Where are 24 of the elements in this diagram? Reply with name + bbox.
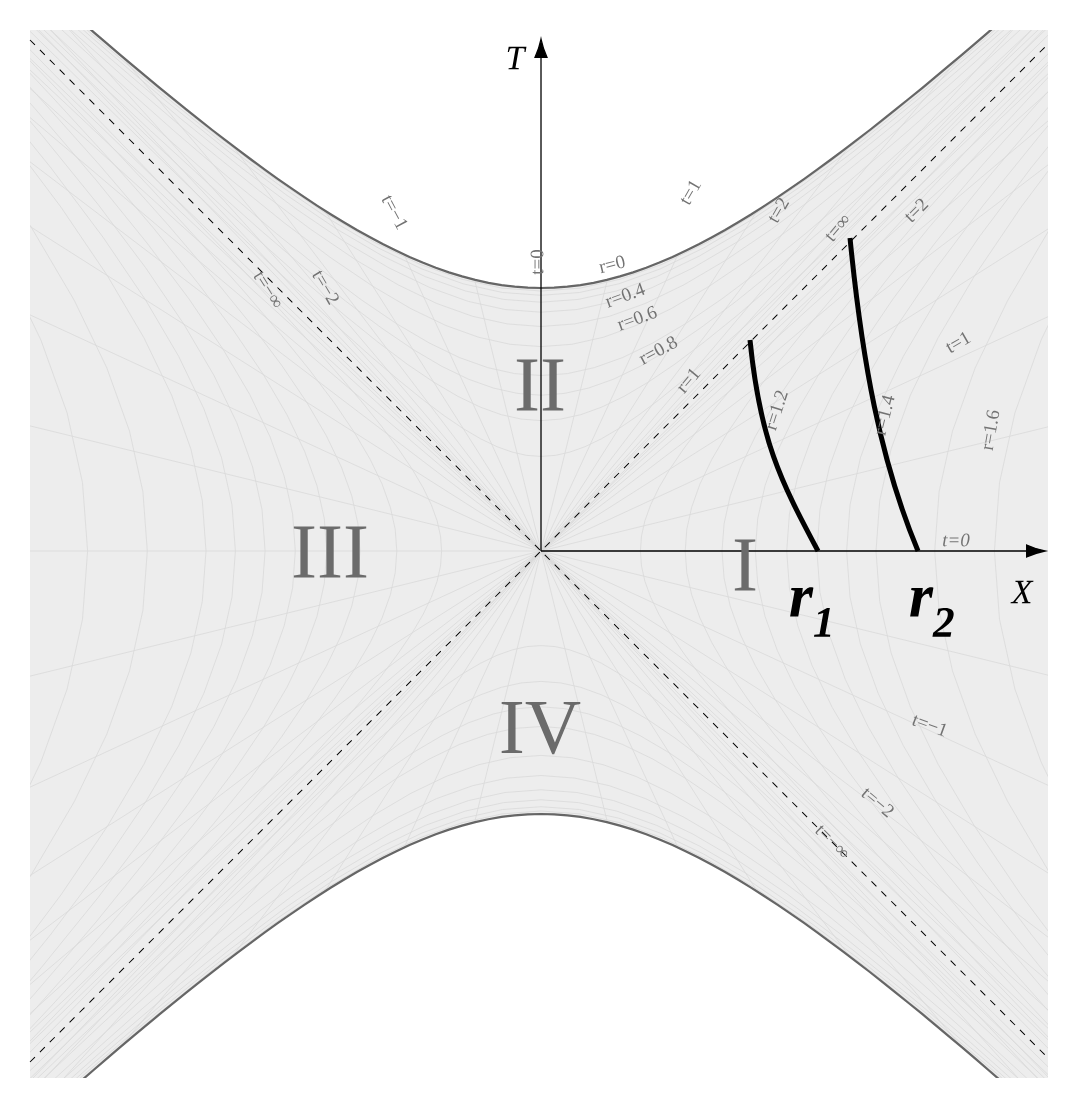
region-label: IV [501, 701, 581, 755]
coordinate-label: t=1 [680, 181, 702, 205]
region-label: I [734, 539, 756, 591]
axis-label: X [1010, 580, 1034, 604]
region-label: III [293, 526, 367, 578]
coordinate-label: t=2 [768, 198, 790, 223]
coordinate-label: t=0 [943, 533, 970, 547]
coordinate-label: r=0.8 [639, 336, 678, 365]
coordinate-label: t=1 [946, 331, 972, 353]
coordinate-label: r=1.6 [984, 410, 1000, 451]
coordinate-label: t=−2 [861, 788, 894, 818]
coordinate-label: t=−∞ [815, 825, 848, 857]
axis-label: T [507, 46, 527, 70]
coordinate-label: t=∞ [825, 216, 849, 242]
coordinate-label: r=0 [598, 255, 625, 274]
coordinate-label: r=1.2 [767, 390, 788, 431]
coordinate-label: t=−1 [912, 715, 946, 737]
coordinate-label: r=1 [677, 368, 701, 394]
coordinate-label: t=−1 [382, 195, 408, 230]
coordinate-label: t=2 [905, 198, 929, 222]
coordinate-label: t=0 [530, 250, 544, 275]
worldline-label: r$_{2}$ [910, 587, 954, 637]
coordinate-label: r=1.4 [876, 395, 895, 436]
worldline-label: r$_{1}$ [790, 587, 831, 637]
